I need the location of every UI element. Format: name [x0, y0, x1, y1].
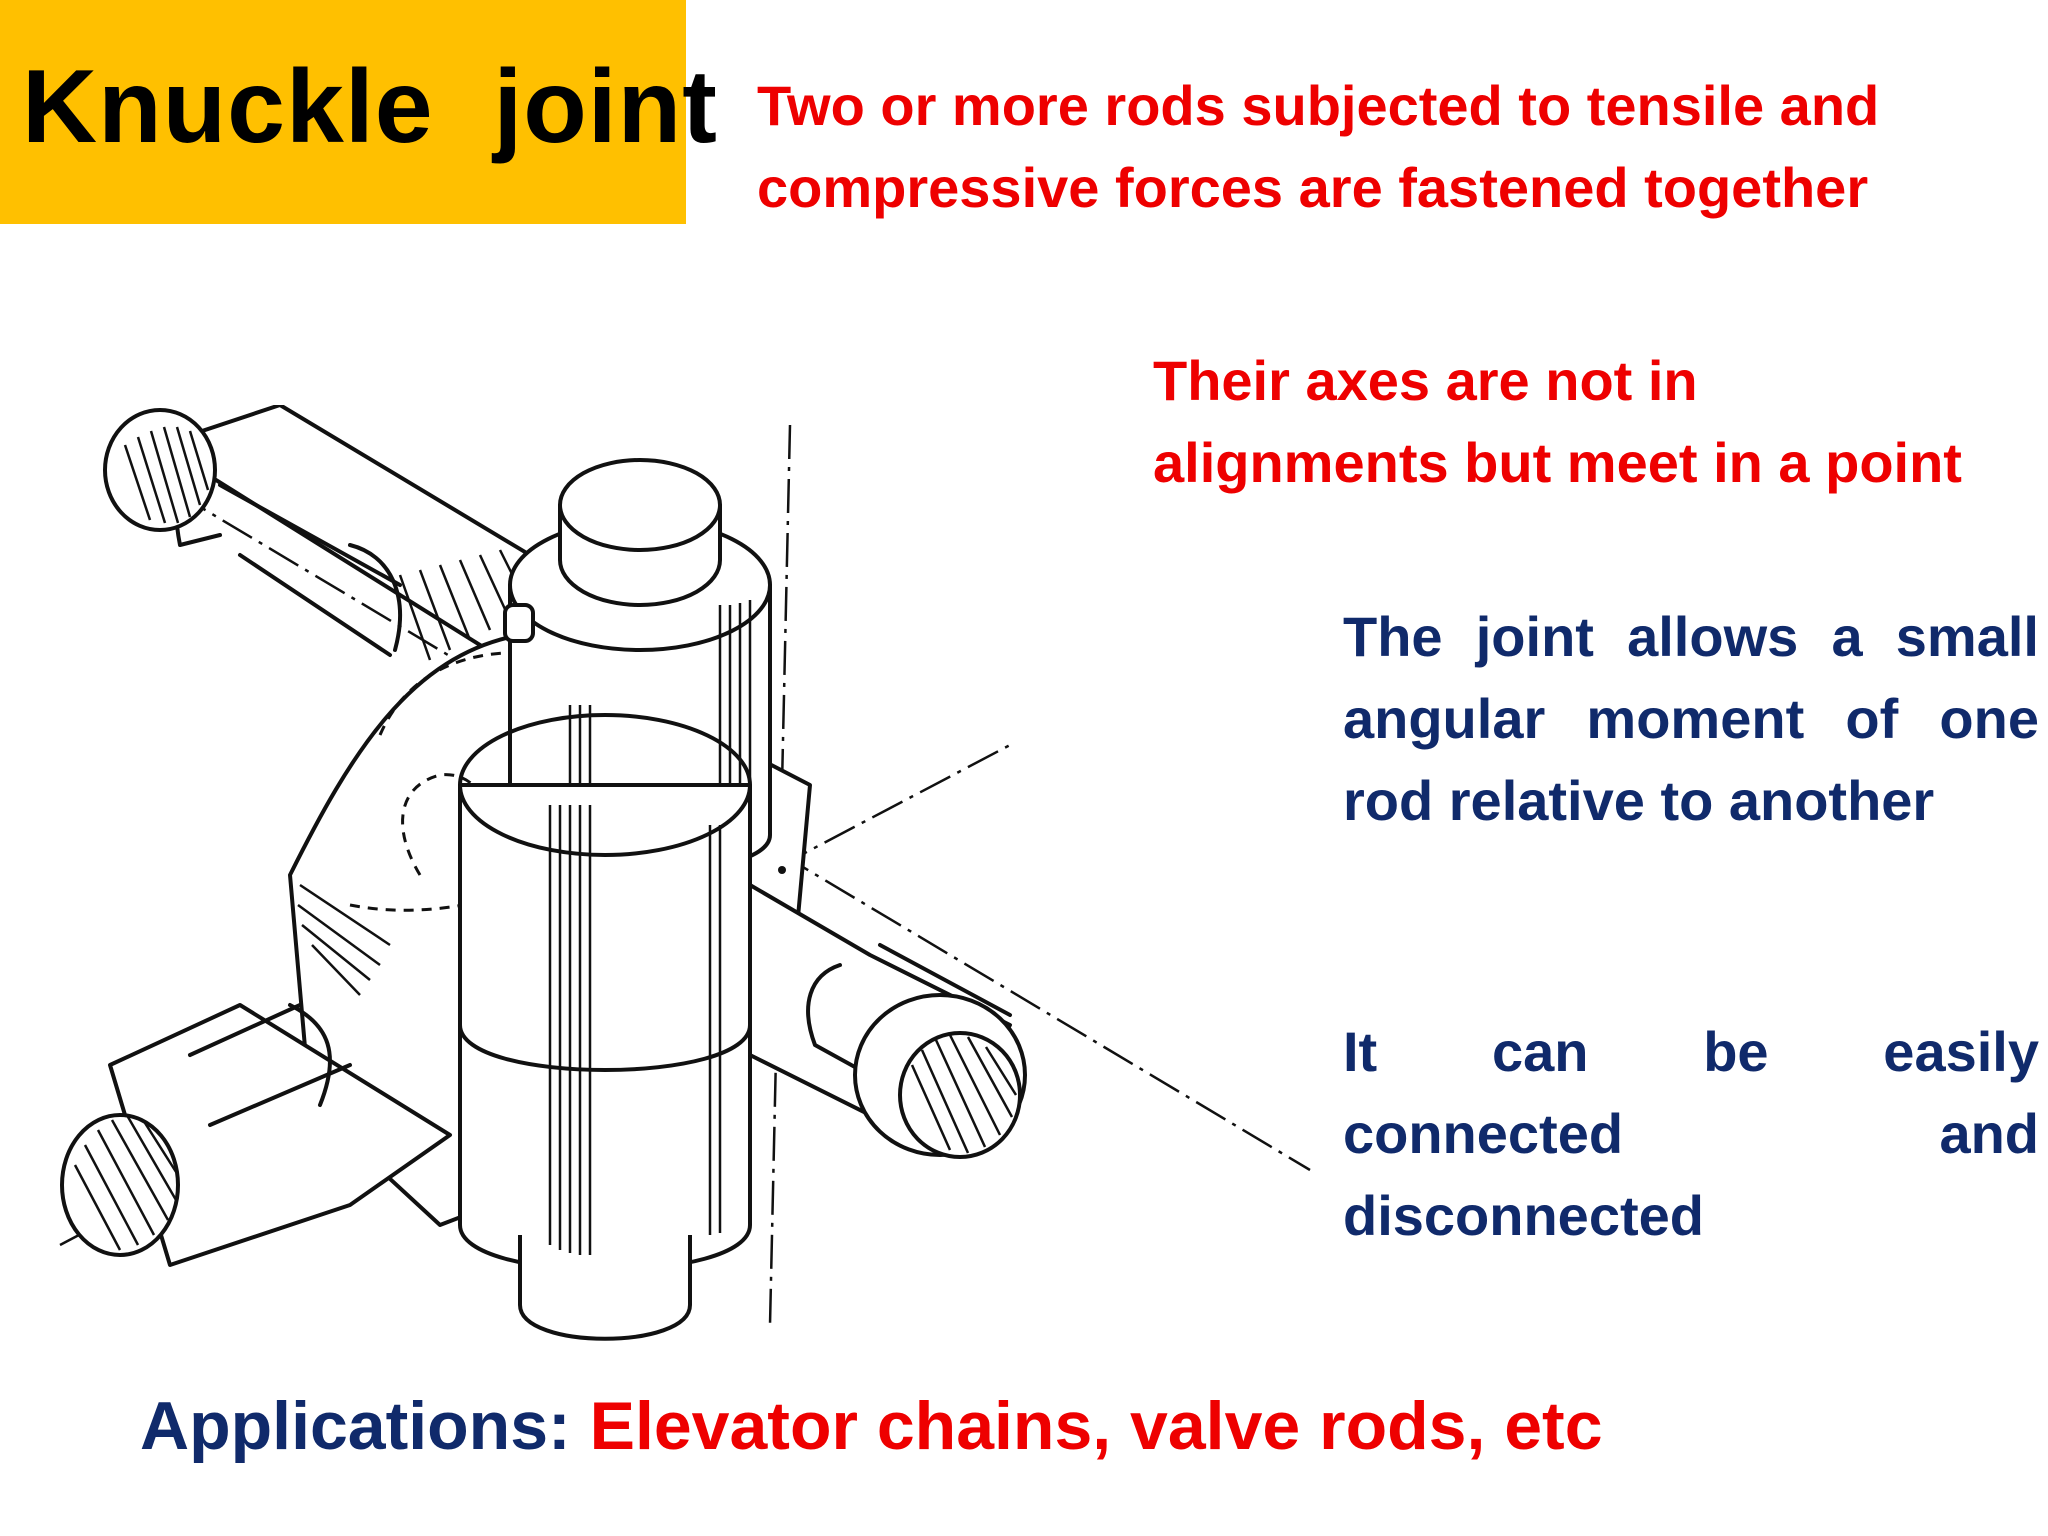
- point-axes: Their axes are not in alignments but mee…: [1153, 340, 2043, 504]
- applications-label: Applications:: [140, 1388, 571, 1464]
- axis-intersection-point: [778, 866, 786, 874]
- applications-line: Applications: Elevator chains, valve rod…: [140, 1392, 1603, 1460]
- point-angular-line-3: rod relative to another: [1343, 769, 1935, 832]
- point-connect-line-1: It can be easily: [1343, 1020, 2039, 1083]
- applications-items: Elevator chains, valve rods, etc: [589, 1388, 1603, 1464]
- point-axes-line-1: Their axes are not in: [1153, 349, 1698, 412]
- lower-left-rod: [60, 1003, 452, 1267]
- point-connect-line-2: connected and: [1343, 1102, 2039, 1165]
- title-banner: Knuckle joint: [0, 0, 717, 224]
- slide-title: Knuckle joint: [22, 49, 718, 165]
- lower-cylinder: [458, 713, 752, 1341]
- rod-axis-line: [129, 463, 1311, 1172]
- knuckle-joint-drawing: [59, 405, 1311, 1341]
- point-angular-moment: The joint allows a small angular moment …: [1343, 596, 2039, 842]
- point-forces: Two or more rods subjected to tensile an…: [757, 65, 2047, 229]
- point-angular-line-2: angular moment of one: [1343, 687, 2039, 750]
- lower-right-rod: [748, 883, 1027, 1159]
- point-axes-line-2: alignments but meet in a point: [1153, 431, 1962, 494]
- point-connect-line-3: disconnected: [1343, 1184, 1704, 1247]
- point-forces-line-2: compressive forces are fastened together: [757, 156, 1869, 219]
- point-connect: It can be easily connected and disconnec…: [1343, 1011, 2039, 1257]
- point-angular-line-1: The joint allows a small: [1343, 605, 2039, 668]
- split-pin: [503, 603, 535, 643]
- point-forces-line-1: Two or more rods subjected to tensile an…: [757, 74, 1880, 137]
